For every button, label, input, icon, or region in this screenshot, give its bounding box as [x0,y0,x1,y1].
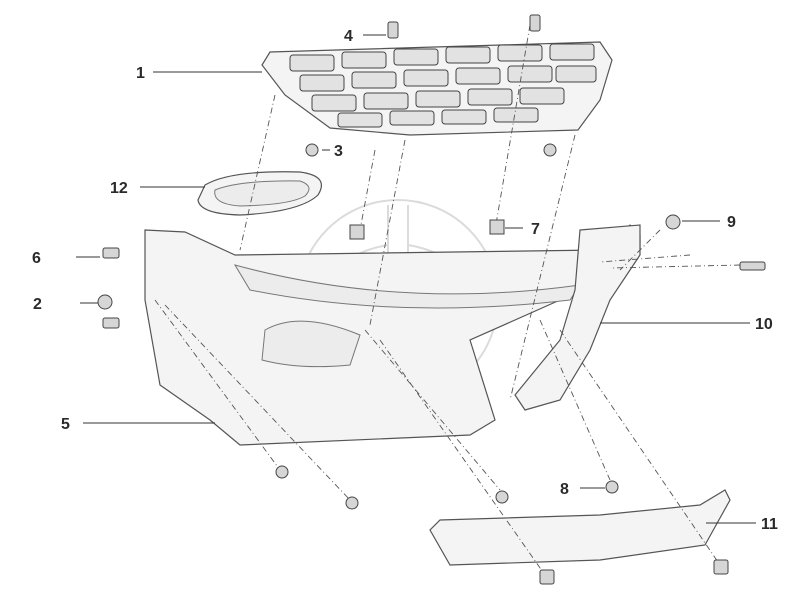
callout-12: 12 [110,180,128,197]
callout-3: 3 [334,143,343,160]
pin-right-icon [739,261,766,271]
callout-7: 7 [531,221,540,238]
callout-labels: 1 2 3 4 5 6 7 8 9 10 11 12 [32,28,778,533]
nut-lower-1-icon [275,465,289,479]
screw-left-icon [102,317,120,329]
callout-9: 9 [727,214,736,231]
part-5-lower-cover [144,224,641,446]
bolt-bottom-1-icon [539,569,555,585]
bolt-4-icon [387,21,399,39]
part-11-guard-strip [429,489,731,566]
nut-lower-3-icon [495,490,509,504]
nut-8-icon [605,480,619,494]
callout-4: 4 [344,28,353,45]
nut-lower-2-icon [345,496,359,510]
fasteners [97,14,766,585]
callout-2: 2 [33,296,42,313]
callout-5: 5 [61,416,70,433]
part-12-oval-trim [197,171,322,216]
callout-11: 11 [761,516,778,533]
clip-center-icon [349,224,365,240]
screw-6-icon [102,247,120,259]
cap-9-icon [665,214,681,230]
callout-leaders [76,34,756,524]
part-10-side-bracket [514,224,641,411]
grate-cells [289,43,597,128]
bolt-top-right-icon [529,14,541,32]
nut-right-icon [543,143,557,157]
callout-6: 6 [32,250,41,267]
bolt-bottom-2-icon [713,559,729,575]
assembly-lines [154,24,741,576]
callout-1: 1 [136,65,145,82]
nut-3-icon [305,143,319,157]
clip-7-icon [489,219,505,235]
part-1-grated-floor-panel [261,41,613,136]
callout-8: 8 [560,481,569,498]
callout-10: 10 [755,316,773,333]
grommet-2-icon [97,294,113,310]
